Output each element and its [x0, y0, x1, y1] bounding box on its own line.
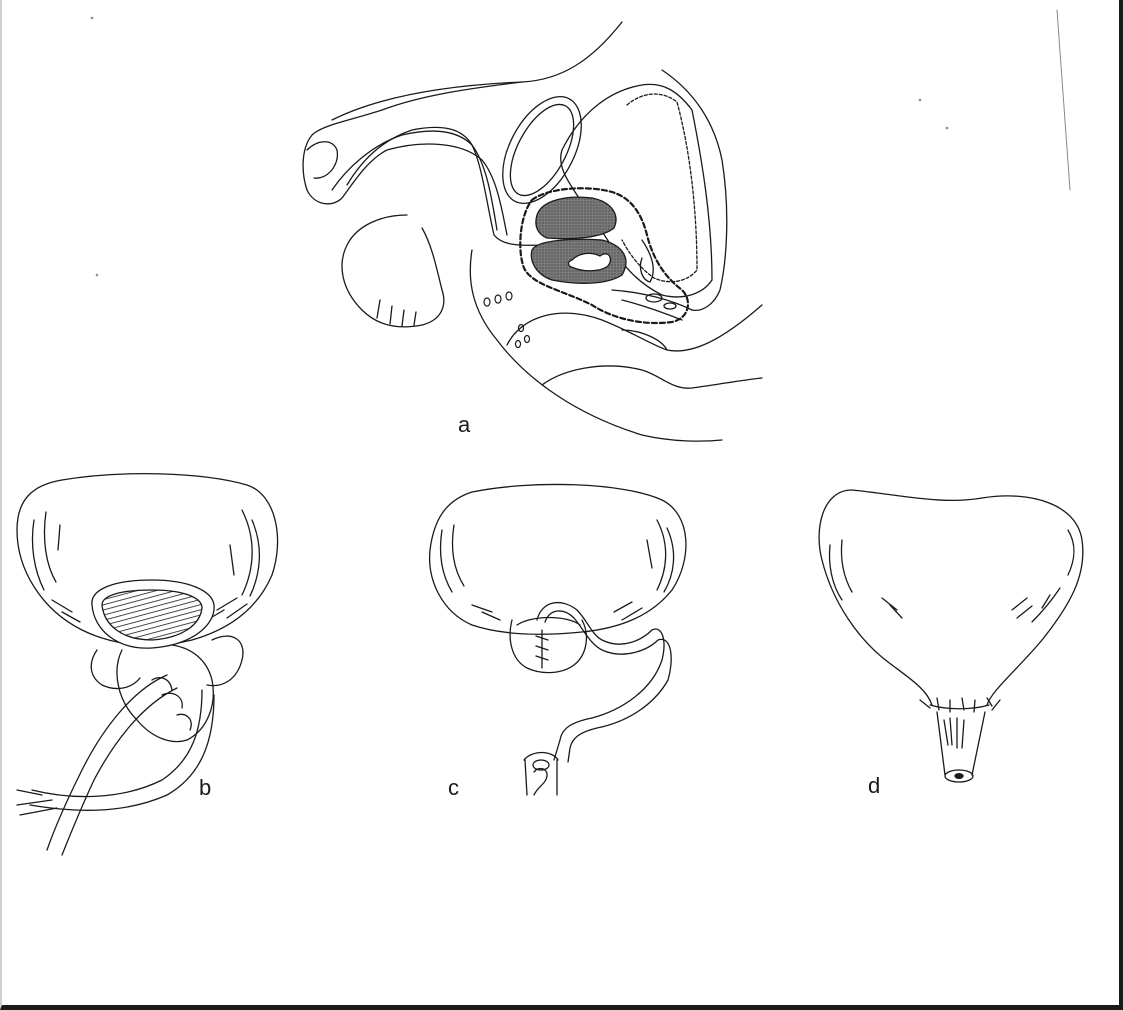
urethra-d-shading: [944, 718, 964, 748]
suture-line-c: [536, 630, 548, 668]
abdominal-wall-outline: [332, 22, 622, 120]
catheter-c-connector: [524, 753, 558, 796]
bladder-d-shading-right: [1032, 530, 1074, 622]
rectum-lower-line: [542, 366, 762, 388]
bladder-c-outline: [430, 484, 686, 634]
panel-label-d: d: [868, 775, 880, 797]
pubic-symphysis: [487, 84, 598, 216]
scrotum-outline: [342, 215, 444, 327]
catheter-c-1: [537, 603, 664, 760]
prostate-b-right-lobe: [207, 636, 243, 686]
panel-label-a: a: [458, 414, 470, 436]
panel-label-c: c: [448, 777, 459, 799]
bladder-c-shading-left: [440, 525, 464, 592]
panel-d-reconstructed: [819, 490, 1083, 782]
bladder-b-shading-right: [230, 510, 259, 596]
peritoneum-line: [662, 70, 727, 310]
bladder-mucosa: [622, 94, 697, 282]
bladder-c-neck: [510, 620, 586, 673]
bladder-d-outline: [819, 490, 1083, 705]
suture-line-d: [920, 698, 1000, 712]
urethra-d-lumen: [955, 774, 963, 779]
glans-outline: [307, 142, 337, 178]
cord-dots: [484, 292, 530, 348]
catheter-b-1: [47, 675, 167, 850]
panel-a-sagittal-pelvis: [303, 22, 762, 441]
rectal-lumen-2: [664, 303, 676, 309]
catheter-c-spiral: [534, 769, 547, 795]
prostate-upper-lobe: [536, 197, 616, 239]
panel-b-bladder-opened: [17, 474, 278, 855]
prostate-b-folds: [152, 678, 191, 730]
panel-c-anastomosis: [430, 484, 686, 795]
bladder-d-shading-mid: [882, 598, 1032, 618]
bladder-b-shading-left: [32, 512, 60, 590]
bladder-c-shading-right: [647, 520, 674, 592]
scrotum-folds: [377, 300, 416, 326]
gluteal-line: [507, 305, 762, 351]
panel-label-b: b: [199, 777, 211, 799]
bladder-c-neck-rim: [517, 618, 580, 626]
prostate-b-left-lobe: [91, 650, 140, 689]
